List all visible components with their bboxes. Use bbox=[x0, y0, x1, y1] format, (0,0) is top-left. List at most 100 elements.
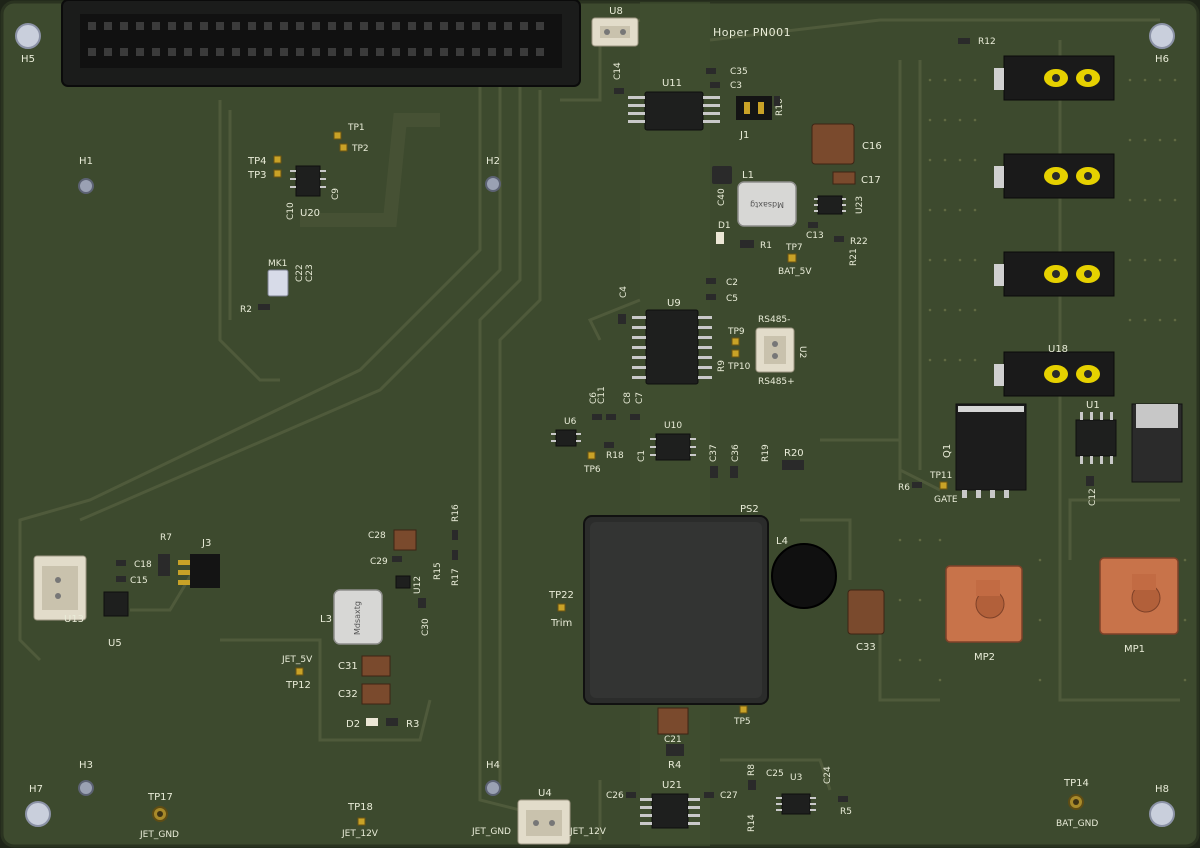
ic-u1: U1 bbox=[1075, 400, 1117, 464]
mounting-hole-h5 bbox=[15, 23, 41, 49]
net-jet-12v: JET_12V bbox=[341, 829, 379, 839]
net-trim: Trim bbox=[550, 618, 572, 629]
inductor-l3-marking: Mdsaxtg bbox=[353, 601, 362, 635]
label-c21: C21 bbox=[664, 735, 682, 745]
label-tp12: TP12 bbox=[285, 680, 311, 691]
res-r2 bbox=[258, 304, 270, 310]
label-c15: C15 bbox=[130, 576, 148, 586]
cap-c26 bbox=[626, 792, 636, 798]
label-tp1: TP1 bbox=[347, 123, 365, 133]
copper-pour-strip bbox=[640, 2, 710, 846]
label-h7: H7 bbox=[29, 784, 43, 795]
label-c10: C10 bbox=[286, 202, 296, 220]
cap-c29 bbox=[392, 556, 402, 562]
via-field bbox=[898, 78, 1187, 682]
label-l1: L1 bbox=[742, 170, 754, 181]
ic-u12 bbox=[395, 575, 411, 589]
label-u12: U12 bbox=[413, 576, 423, 594]
label-c35: C35 bbox=[730, 67, 748, 77]
res-r17 bbox=[452, 550, 458, 560]
net-jet-gnd-u4: JET_GND bbox=[471, 827, 511, 837]
ic-u20: U20 bbox=[290, 165, 326, 219]
res-r22 bbox=[834, 236, 844, 242]
header-connector bbox=[61, 0, 581, 87]
label-u2: U2 bbox=[797, 346, 807, 358]
cap-c27 bbox=[704, 792, 714, 798]
diode-d1 bbox=[716, 232, 724, 244]
cap-c3 bbox=[710, 82, 720, 88]
cap-c33 bbox=[847, 589, 885, 635]
inductor-l1-marking: Mdsaxtg bbox=[750, 200, 784, 209]
net-rs485-plus: RS485+ bbox=[758, 377, 795, 387]
label-h5: H5 bbox=[21, 54, 35, 65]
res-r6 bbox=[912, 482, 922, 488]
cap-c36 bbox=[730, 466, 738, 478]
cap-c8 bbox=[630, 414, 640, 420]
label-c3: C3 bbox=[730, 81, 742, 91]
label-c31: C31 bbox=[338, 661, 358, 672]
connector-u2: U2 bbox=[755, 327, 807, 373]
res-r18 bbox=[604, 442, 614, 448]
net-bat-gnd: BAT_GND bbox=[1056, 819, 1098, 829]
label-u8: U8 bbox=[609, 6, 623, 17]
inductor-l3: Mdsaxtg L3 bbox=[320, 589, 383, 645]
res-r7 bbox=[158, 554, 170, 576]
label-tp2: TP2 bbox=[351, 144, 369, 154]
cap-c13 bbox=[808, 222, 818, 228]
label-tp11: TP11 bbox=[929, 471, 952, 481]
label-c13: C13 bbox=[806, 231, 824, 241]
label-c7: C7 bbox=[635, 392, 645, 404]
label-tp17: TP17 bbox=[147, 792, 173, 803]
connector-u8: U8 bbox=[591, 6, 639, 47]
label-j1: J1 bbox=[739, 130, 749, 141]
net-gate: GATE bbox=[934, 495, 958, 505]
jumper-j1: J1 bbox=[736, 96, 772, 141]
terminal-block-3 bbox=[994, 251, 1115, 297]
ic-u3: U3 bbox=[776, 773, 816, 815]
ic-u9: U9 bbox=[632, 298, 712, 385]
connector-u13: U13 bbox=[33, 555, 87, 625]
label-d2: D2 bbox=[346, 719, 360, 730]
testpoint-tp6 bbox=[587, 451, 596, 460]
mounting-hole-h7 bbox=[25, 801, 51, 827]
trace-layer bbox=[18, 18, 1180, 840]
label-tp6: TP6 bbox=[583, 465, 601, 475]
mounting-hole-h4 bbox=[485, 780, 501, 796]
label-c11: C11 bbox=[597, 386, 607, 404]
res-r3 bbox=[386, 718, 398, 726]
label-tp14: TP14 bbox=[1063, 778, 1089, 789]
label-c37: C37 bbox=[709, 444, 719, 462]
label-r18: R18 bbox=[606, 451, 624, 461]
ic-u11: U11 bbox=[628, 78, 720, 131]
label-h2: H2 bbox=[486, 156, 500, 167]
label-h4: H4 bbox=[486, 760, 500, 771]
label-r21: R21 bbox=[849, 248, 859, 266]
cap-c18 bbox=[116, 560, 126, 566]
res-r16 bbox=[452, 530, 458, 540]
button-mp1[interactable]: MP1 bbox=[1099, 557, 1179, 655]
label-h8: H8 bbox=[1155, 784, 1169, 795]
label-r9: R9 bbox=[717, 360, 727, 372]
label-r17: R17 bbox=[451, 568, 461, 586]
label-c24: C24 bbox=[823, 766, 833, 784]
cap-c5 bbox=[706, 294, 716, 300]
label-c22: C22 bbox=[295, 264, 305, 282]
res-r1 bbox=[740, 240, 754, 248]
label-r5: R5 bbox=[840, 807, 852, 817]
label-tp3: TP3 bbox=[247, 170, 267, 181]
net-jet-12v-u4: JET_12V bbox=[569, 827, 607, 837]
label-c17: C17 bbox=[861, 175, 881, 186]
net-bat-5v: BAT_5V bbox=[778, 267, 812, 277]
label-c18: C18 bbox=[134, 560, 152, 570]
label-u18: U18 bbox=[1048, 344, 1068, 355]
net-jet-5v: JET_5V bbox=[281, 655, 313, 665]
regulator-tab bbox=[1136, 404, 1178, 428]
label-tp7: TP7 bbox=[785, 243, 803, 253]
label-ps2: PS2 bbox=[740, 504, 759, 515]
label-c29: C29 bbox=[370, 557, 388, 567]
label-mk1: MK1 bbox=[268, 259, 287, 269]
testpoint-tp9 bbox=[731, 337, 740, 346]
label-u1: U1 bbox=[1086, 400, 1100, 411]
button-mp2[interactable]: MP2 bbox=[945, 565, 1023, 663]
